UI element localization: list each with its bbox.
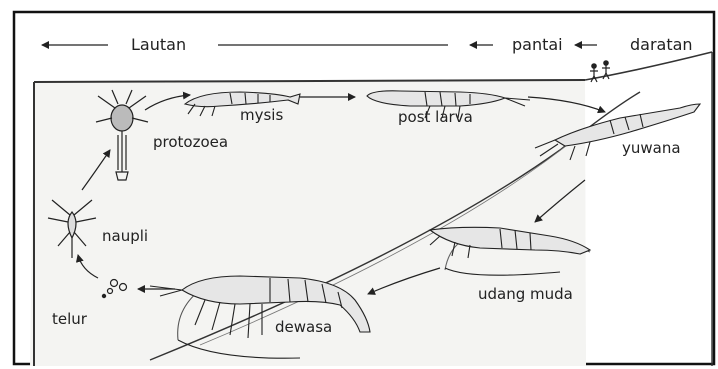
- sea-label: Lautan: [131, 37, 186, 53]
- telur-label: telur: [52, 312, 87, 327]
- land-label: daratan: [630, 37, 693, 53]
- post-larva-label: post larva: [398, 110, 473, 125]
- protozoea-label: protozoea: [153, 135, 228, 150]
- yuwana-label: yuwana: [622, 141, 681, 156]
- dewasa-label: dewasa: [275, 320, 332, 335]
- coast-label: pantai: [512, 37, 563, 53]
- people-icon: [590, 61, 610, 82]
- naupli-label: naupli: [102, 229, 148, 244]
- udang-muda-label: udang muda: [478, 287, 573, 302]
- mysis-label: mysis: [240, 108, 283, 123]
